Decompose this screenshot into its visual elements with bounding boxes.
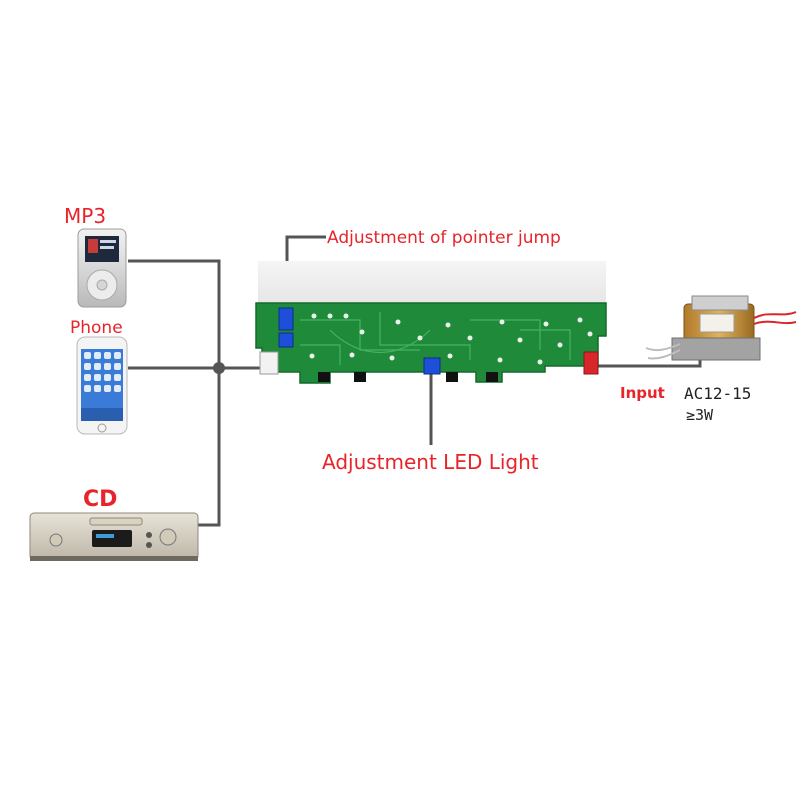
pointer-jump-callout: Adjustment of pointer jump [327, 228, 561, 248]
cd-label: CD [83, 487, 118, 512]
transformer-icon [645, 295, 797, 361]
led-light-callout: Adjustment LED Light [322, 450, 539, 474]
phone-icon [76, 336, 128, 435]
mp3-label: MP3 [64, 204, 107, 228]
power-input-connector [583, 351, 599, 375]
wire-junction [213, 362, 225, 374]
mp3-player-icon [77, 228, 127, 308]
cd-player-icon [29, 512, 199, 561]
vu-meter-driver-board [255, 261, 607, 384]
pointer-jump-trimmer-2 [278, 332, 294, 348]
led-light-trimmer [423, 357, 441, 375]
power-input-label: Input [620, 384, 665, 402]
signal-wires [128, 235, 702, 527]
pointer-jump-trimmer [278, 307, 294, 331]
mp3-wire [128, 259, 221, 368]
phone-label: Phone [70, 318, 123, 338]
audio-input-connector [259, 351, 279, 375]
cd-wire [198, 368, 221, 527]
power-voltage: AC12-15 [684, 384, 752, 403]
power-wattage: ≥3W [686, 406, 714, 424]
